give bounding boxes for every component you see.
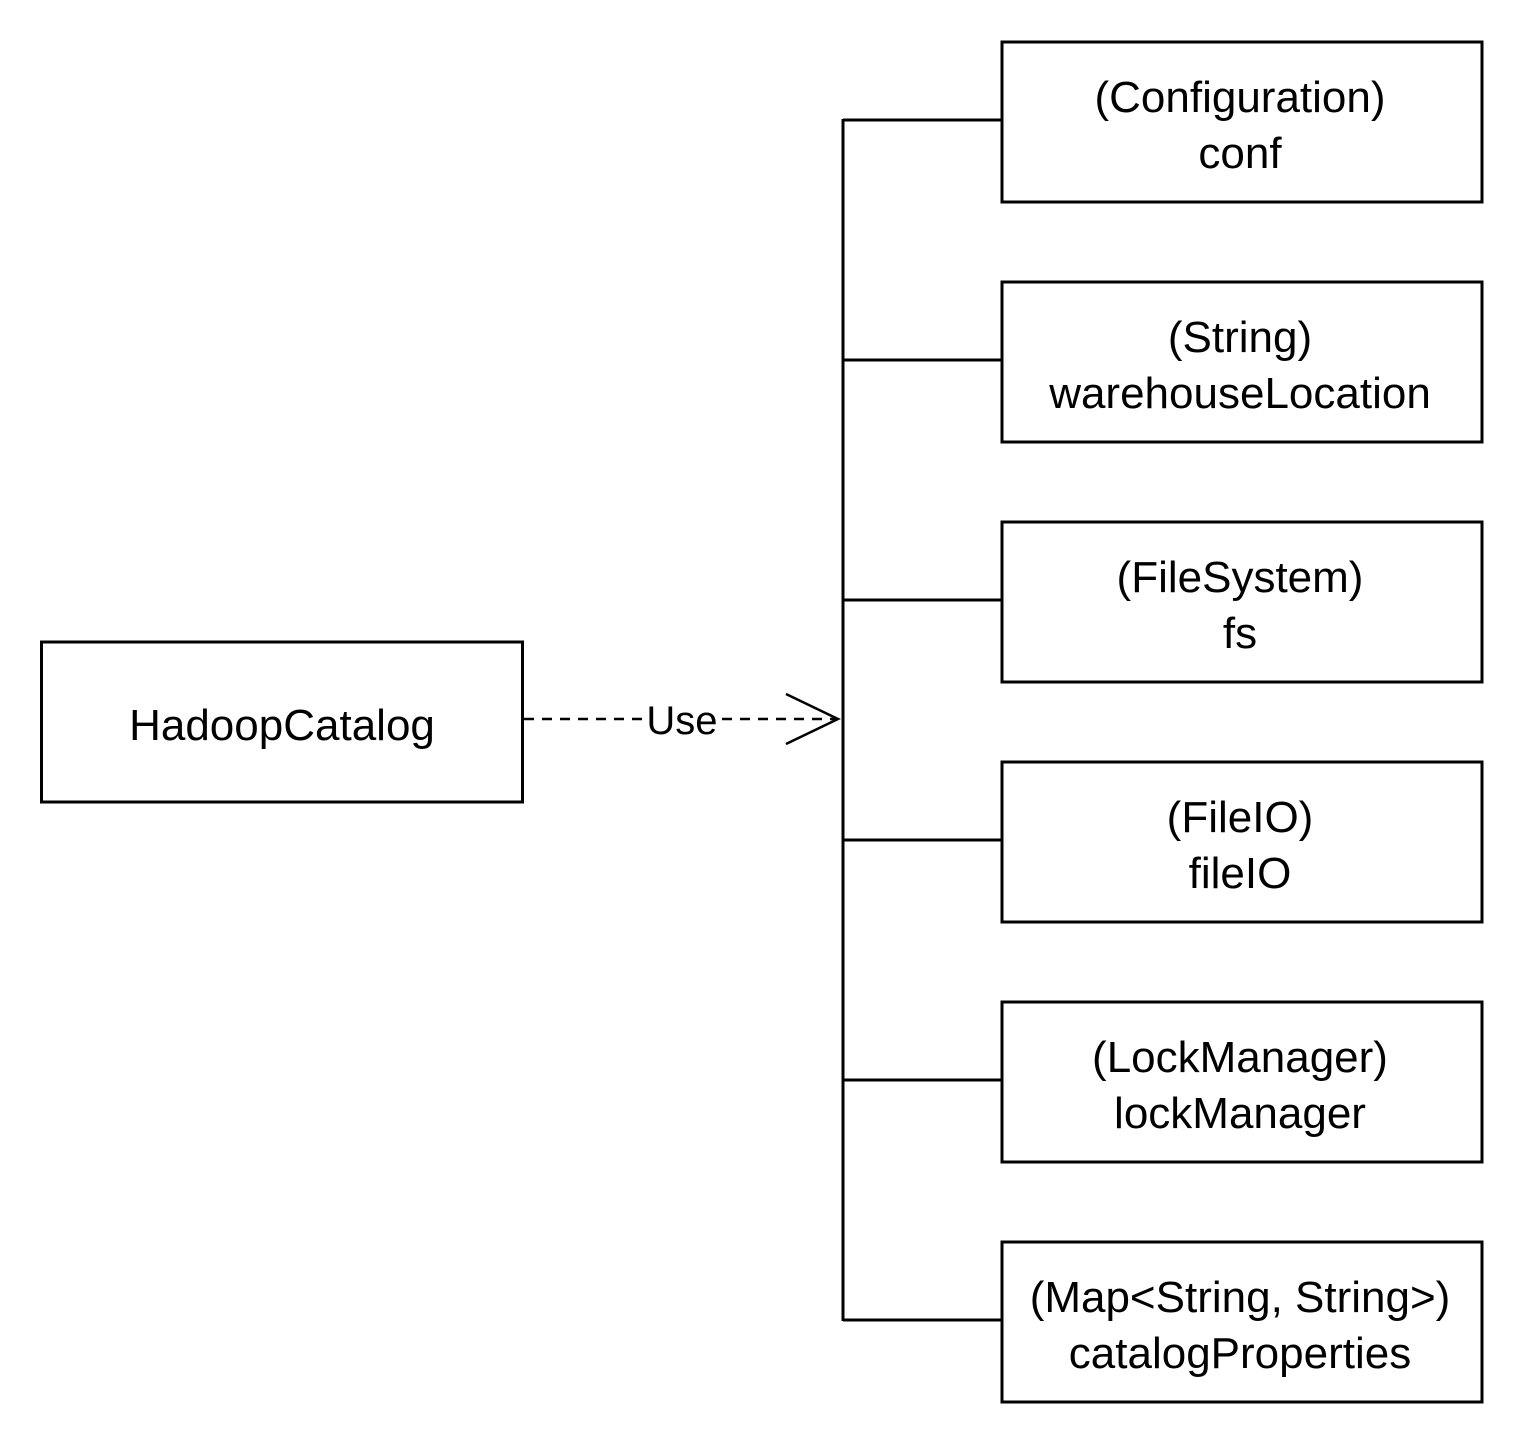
field-node-file-io[interactable]: (FileIO) fileIO [843, 760, 1484, 924]
field-name-label: conf [1198, 129, 1282, 178]
field-type-label: (FileIO) [1167, 793, 1314, 842]
field-node-fs[interactable]: (FileSystem) fs [843, 520, 1484, 684]
field-node-conf[interactable]: (Configuration) conf [843, 40, 1484, 204]
field-node-catalog-properties[interactable]: (Map<String, String>) catalogProperties [843, 1240, 1484, 1404]
field-box [1000, 760, 1484, 924]
field-type-label: (FileSystem) [1117, 553, 1364, 602]
field-type-label: (String) [1168, 313, 1312, 362]
source-node[interactable]: HadoopCatalog [40, 640, 524, 804]
source-node-box [40, 640, 524, 804]
use-edge-label-bg [642, 694, 722, 740]
use-edge: Use [524, 692, 841, 746]
field-name-label: warehouseLocation [1048, 369, 1431, 418]
field-box [1000, 1000, 1484, 1164]
field-node-warehouse-location[interactable]: (String) warehouseLocation [843, 280, 1484, 444]
field-box [1000, 40, 1484, 204]
field-name-label: fileIO [1189, 849, 1292, 898]
field-name-label: catalogProperties [1069, 1329, 1411, 1378]
field-name-label: lockManager [1114, 1089, 1366, 1138]
field-type-label: (Map<String, String>) [1030, 1273, 1451, 1322]
use-edge-label: Use [646, 699, 717, 743]
field-name-label: fs [1223, 609, 1257, 658]
source-node-label: HadoopCatalog [129, 701, 435, 750]
field-type-label: (LockManager) [1092, 1033, 1388, 1082]
open-arrowhead-icon [785, 692, 841, 746]
field-box [1000, 280, 1484, 444]
field-box [1000, 1240, 1484, 1404]
field-node-lock-manager[interactable]: (LockManager) lockManager [843, 1000, 1484, 1164]
field-type-label: (Configuration) [1094, 73, 1385, 122]
field-box [1000, 520, 1484, 684]
